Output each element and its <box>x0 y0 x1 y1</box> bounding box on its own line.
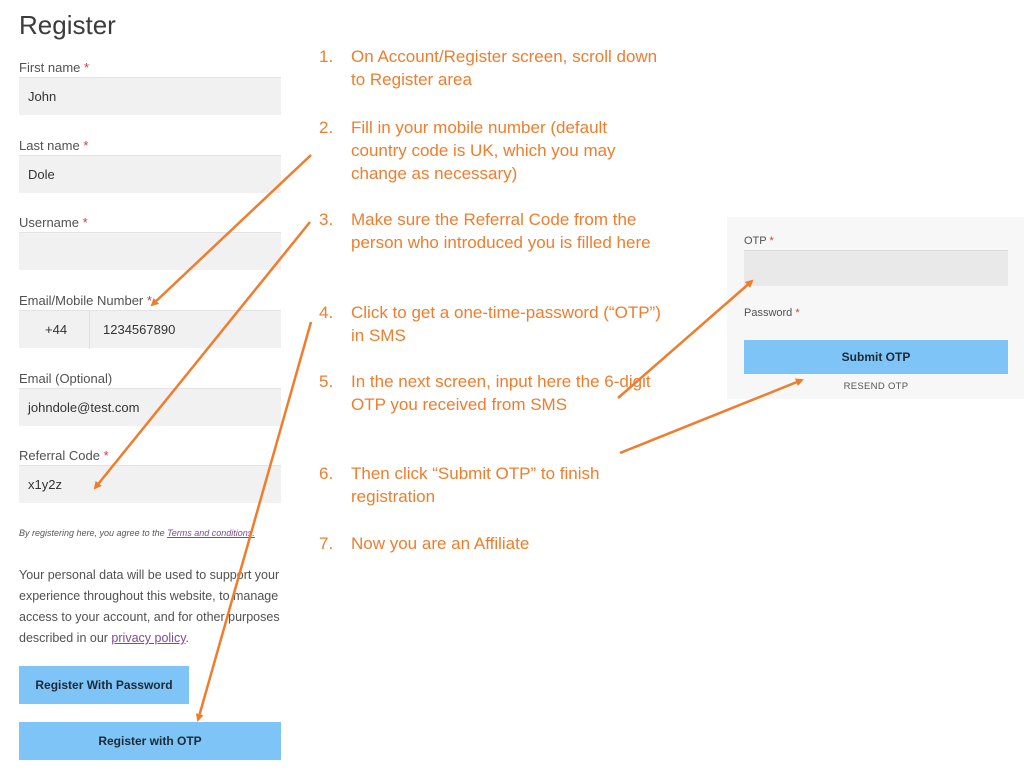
privacy-notice: Your personal data will be used to suppo… <box>19 568 280 645</box>
mobile-field: +44 1234567890 <box>19 310 281 349</box>
country-code-divider <box>89 311 90 349</box>
required-mark: * <box>84 60 90 75</box>
required-mark: * <box>795 307 800 319</box>
required-mark: * <box>146 293 152 308</box>
privacy-policy-link[interactable]: privacy policy <box>111 631 186 645</box>
otp-panel: OTP * Password * Submit OTP RESEND OTP <box>727 217 1024 399</box>
email-input[interactable]: johndole@test.com <box>19 388 281 426</box>
username-input[interactable] <box>19 232 281 270</box>
otp-label: OTP * <box>744 235 774 247</box>
terms-notice: By registering here, you agree to the Te… <box>19 528 255 538</box>
password-label: Password * <box>744 307 800 319</box>
referral-label: Referral Code * <box>19 448 109 463</box>
referral-code-input[interactable]: x1y2z <box>19 465 281 503</box>
register-title: Register <box>19 10 116 40</box>
mobile-number-input[interactable]: 1234567890 <box>103 322 176 337</box>
last-name-input[interactable]: Dole <box>19 155 281 193</box>
username-label: Username * <box>19 215 88 230</box>
register-with-password-button[interactable]: Register With Password <box>19 666 189 704</box>
email-label: Email (Optional) <box>19 371 113 386</box>
arrow-to-register-with-otp <box>195 321 313 722</box>
first-name-input[interactable]: John <box>19 77 281 115</box>
required-mark: * <box>83 138 89 153</box>
mobile-label: Email/Mobile Number * <box>19 293 152 308</box>
first-name-label: First name * <box>19 60 90 75</box>
country-code-select[interactable]: +44 <box>45 322 68 337</box>
required-mark: * <box>103 448 109 463</box>
required-mark: * <box>82 215 88 230</box>
resend-otp-link[interactable]: RESEND OTP <box>843 381 909 392</box>
required-mark: * <box>769 235 774 247</box>
last-name-label: Last name * <box>19 138 89 153</box>
terms-link[interactable]: Terms and conditions. <box>167 528 255 538</box>
register-with-otp-button[interactable]: Register with OTP <box>19 722 281 760</box>
otp-input[interactable] <box>744 250 1008 286</box>
submit-otp-button[interactable]: Submit OTP <box>744 340 1008 374</box>
